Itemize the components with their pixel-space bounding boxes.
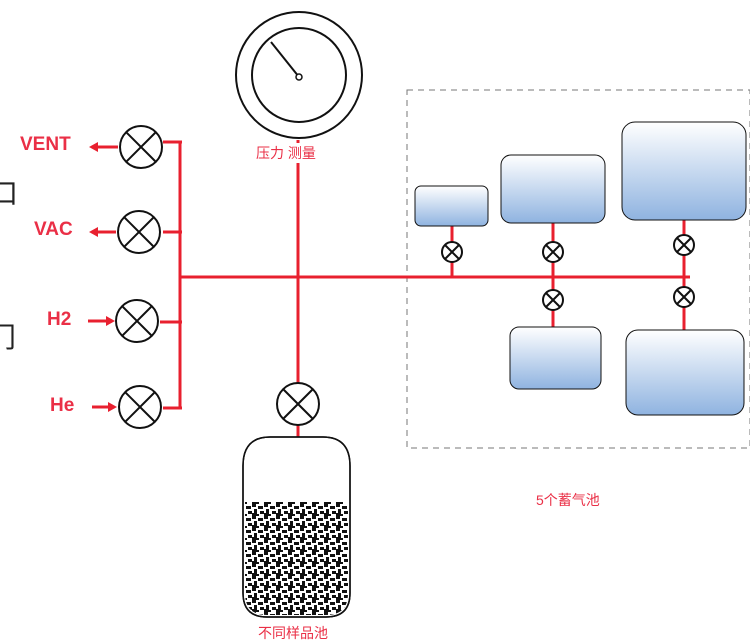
sample-cell-label: 不同样品池: [258, 625, 328, 641]
h2-valve-icon: [115, 299, 159, 343]
reservoir-5-valve-icon: [673, 286, 695, 308]
he-port-label: He: [50, 395, 75, 416]
reservoir-1-valve-icon: [441, 241, 463, 263]
sample-cell-vessel: [242, 436, 351, 618]
cropped-edge-char-bottom: 门: [0, 321, 17, 354]
reservoir-2-valve-icon: [542, 241, 564, 263]
reservoir-4-valve-icon: [673, 234, 695, 256]
vac-valve-icon: [117, 210, 161, 254]
h2-arrow-icon: [106, 316, 115, 326]
sample-granules: [245, 502, 348, 615]
pressure-gauge-icon: [235, 11, 363, 139]
reservoir-tank-4: [621, 121, 747, 221]
reservoirs-label: 5个蓄气池: [536, 492, 600, 508]
he-valve-icon: [118, 385, 162, 429]
vent-port-label: VENT: [20, 134, 71, 155]
he-arrow-icon: [108, 402, 117, 412]
reservoir-enclosure: [406, 89, 750, 449]
reservoir-tank-1: [414, 185, 489, 227]
sample-valve-icon: [276, 382, 320, 426]
vac-port-label: VAC: [34, 219, 73, 240]
gauge-needle: [270, 41, 300, 78]
vent-valve-icon: [119, 125, 163, 169]
gauge-label: 压力 测量: [256, 143, 316, 163]
reservoir-tank-5: [625, 329, 745, 416]
reservoir-tank-2: [500, 154, 606, 224]
h2-port-label: H2: [47, 309, 72, 330]
pipe-network: [160, 140, 690, 437]
cropped-edge-char-top: 口: [0, 177, 19, 210]
vent-arrow-icon: [89, 142, 98, 152]
reservoir-tank-3: [509, 326, 602, 390]
vac-arrow-icon: [89, 227, 98, 237]
reservoir-3-valve-icon: [542, 289, 564, 311]
